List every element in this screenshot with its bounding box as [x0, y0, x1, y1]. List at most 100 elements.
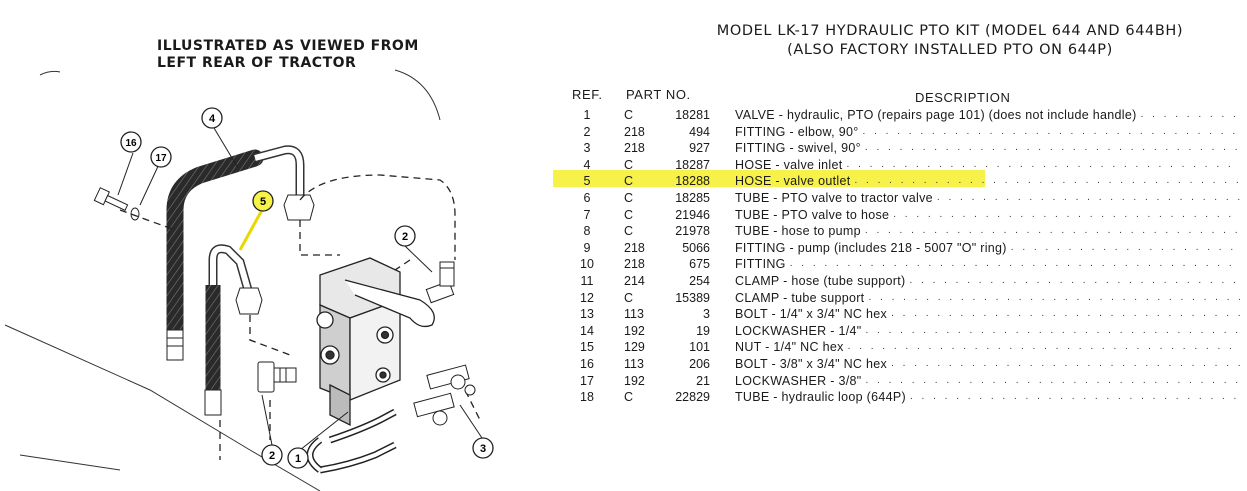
- part-number: 22829: [675, 390, 710, 405]
- callout-2-upper: 2: [394, 225, 416, 247]
- part-description: NUT - 1/4" NC hex: [735, 340, 844, 355]
- callout-3: 3: [472, 437, 494, 459]
- leader-dots: . . . . . . . . . . . . . . . . . . . . …: [847, 341, 1240, 353]
- fitting-elbow-right: [425, 261, 455, 304]
- part-description: TUBE - PTO valve to tractor valve: [735, 191, 933, 205]
- part-number: 19: [696, 323, 710, 338]
- svg-text:5: 5: [260, 196, 266, 208]
- part-description-cell: NUT - 1/4" NC hex. . . . . . . . . . . .…: [735, 339, 1240, 355]
- part-prefix: C: [624, 390, 634, 405]
- svg-text:4: 4: [209, 113, 216, 125]
- part-prefix: C: [624, 108, 634, 122]
- leader-dots: . . . . . . . . . . . . . . . . . . . . …: [891, 358, 1240, 369]
- part-description: TUBE - hose to pump: [735, 224, 861, 239]
- part-description: FITTING: [735, 257, 786, 272]
- part-number: 15389: [675, 290, 710, 305]
- part-ref: 8: [583, 224, 591, 239]
- part-description: TUBE - PTO valve to hose: [735, 207, 890, 222]
- pto-valve-body: [316, 257, 435, 427]
- part-description-cell: TUBE - PTO valve to tractor valve. . . .…: [735, 190, 1240, 206]
- leader-dots: . . . . . . . . . . . . . . . . . . . . …: [789, 258, 1240, 270]
- exploded-view-illustration: 16 17 4 5 2 2 1 3: [4, 69, 494, 491]
- hose-5-valve-outlet: [204, 244, 263, 416]
- caption-line-1: ILLUSTRATED AS VIEWED FROM: [157, 38, 419, 54]
- part-ref: 4: [583, 157, 591, 172]
- parts-row-13: 13 113 3 BOLT - 1/4" x 3/4" NC hex. . . . .…: [560, 306, 1240, 322]
- leader-dots: . . . . . . . . . . . . . . . . . . . . …: [891, 308, 1240, 320]
- leader-dots: . . . . . . . . . . . . . . . . . . . . …: [862, 125, 1240, 137]
- part-prefix: C: [624, 191, 634, 205]
- leader-dots: . . . . . . . . . . . . . . . . . . . . …: [893, 208, 1240, 220]
- part-description: FITTING - swivel, 90°: [735, 141, 861, 156]
- part-description: BOLT - 1/4" x 3/4" NC hex: [735, 307, 888, 322]
- part-ref: 5: [583, 174, 591, 189]
- fitting-swivel-group: [413, 364, 476, 426]
- part-ref: 6: [583, 191, 591, 205]
- kit-title: MODEL LK-17 HYDRAULIC PTO KIT (MODEL 644…: [690, 22, 1210, 60]
- callout-leaders: [117, 127, 483, 451]
- part-number: 18281: [675, 108, 710, 122]
- part-description: FITTING - pump (includes 218 - 5007 "O" …: [735, 240, 1007, 255]
- callout-17: 17: [150, 146, 172, 168]
- caption-line-2: LEFT REAR OF TRACTOR: [157, 55, 357, 71]
- leader-dots: . . . . . . . . . . . . . . . . . . . . …: [846, 158, 1240, 170]
- part-ref: 14: [580, 323, 594, 338]
- tube-hydraulic-loop: [306, 408, 397, 474]
- part-description: CLAMP - tube support: [735, 290, 865, 305]
- part-number: 3: [703, 307, 710, 322]
- svg-text:16: 16: [125, 138, 137, 149]
- part-ref: 2: [583, 124, 591, 139]
- kit-title-line-1: MODEL LK-17 HYDRAULIC PTO KIT (MODEL 644…: [716, 23, 1184, 39]
- callout-5-leader-highlight: [238, 209, 264, 251]
- part-ref: 12: [580, 290, 594, 305]
- bolt-and-washer: [93, 187, 140, 221]
- part-description: BOLT - 3/8" x 3/4" NC hex: [735, 357, 888, 371]
- leader-dots: . . . . . . . . . . . . . . . . . . . . …: [865, 324, 1240, 336]
- leader-dots: . . . . . . . . . . . . . . . . . . . . …: [864, 142, 1240, 154]
- part-description-cell: LOCKWASHER - 3/8". . . . . . . . . . . .…: [735, 373, 1240, 389]
- part-ref: 3: [583, 141, 591, 156]
- part-description-cell: FITTING - swivel, 90°. . . . . . . . . .…: [735, 140, 1240, 156]
- part-prefix: 218: [624, 240, 645, 255]
- callout-1: 1: [287, 447, 309, 469]
- part-number: 927: [689, 141, 710, 156]
- callout-5: 5: [252, 190, 274, 212]
- part-description-cell: VALVE - hydraulic, PTO (repairs page 101…: [735, 107, 1240, 123]
- highlight-row-5: [553, 170, 985, 187]
- callout-4: 4: [201, 107, 223, 129]
- part-number: 21978: [675, 224, 710, 239]
- part-description-cell: LOCKWASHER - 1/4". . . . . . . . . . . .…: [735, 323, 1240, 339]
- part-number: 18288: [675, 174, 710, 189]
- part-description: FITTING - elbow, 90°: [735, 124, 859, 139]
- part-description: LOCKWASHER - 3/8": [735, 373, 862, 388]
- part-description-cell: FITTING - elbow, 90°. . . . . . . . . . …: [735, 124, 1240, 140]
- parts-row-3: 3 218 927 FITTING - swivel, 90°. . . . . . …: [560, 140, 1240, 156]
- part-number: 675: [689, 257, 710, 272]
- part-ref: 7: [583, 207, 591, 222]
- part-description: LOCKWASHER - 1/4": [735, 323, 862, 338]
- part-prefix: 218: [624, 141, 645, 156]
- part-ref: 18: [580, 390, 594, 405]
- part-description-cell: TUBE - hose to pump. . . . . . . . . . .…: [735, 223, 1240, 239]
- part-description-cell: BOLT - 3/8" x 3/4" NC hex. . . . . . . .…: [735, 356, 1240, 372]
- part-prefix: 113: [624, 307, 644, 322]
- leader-dots: . . . . . . . . . . . . . . . . . . . . …: [1010, 241, 1240, 253]
- part-description: HOSE - valve outlet: [735, 174, 851, 189]
- svg-text:17: 17: [155, 153, 167, 164]
- leader-dots: . . . . . . . . . . . . . . . . . . . . …: [854, 175, 1240, 187]
- leader-dots: . . . . . . . . . . . . . . . . . . . . …: [909, 275, 1240, 286]
- part-ref: 13: [580, 307, 594, 322]
- part-number: 18287: [675, 157, 710, 172]
- part-description-cell: HOSE - valve outlet. . . . . . . . . . .…: [735, 173, 1240, 189]
